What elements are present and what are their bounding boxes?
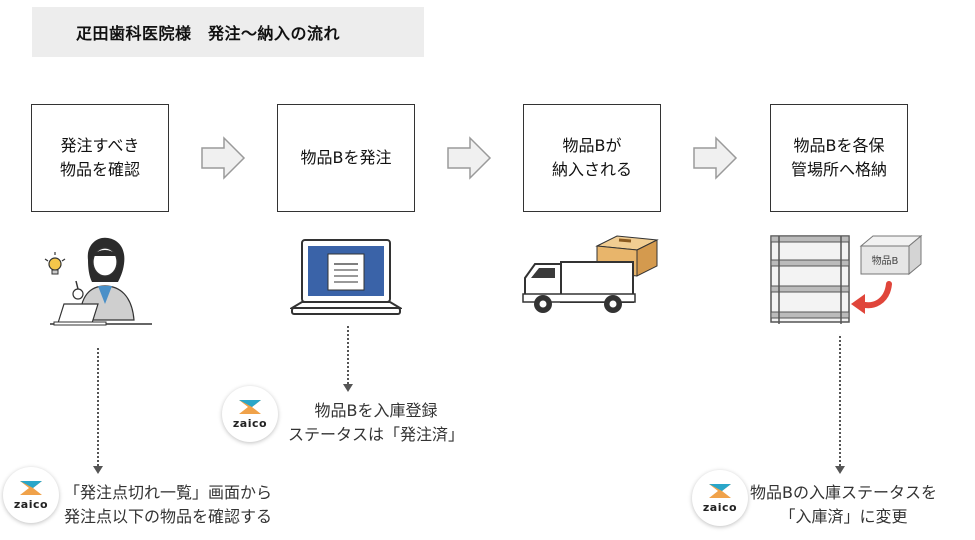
arrow-down-icon <box>835 466 845 474</box>
step-label: 物品Bを各保 管場所へ格納 <box>790 136 887 179</box>
logo-text: zaico <box>232 417 268 430</box>
arrow-down-icon <box>343 384 353 392</box>
laptop-icon <box>290 239 402 315</box>
person-at-laptop-icon <box>44 237 152 326</box>
step-label: 発注すべき 物品を確認 <box>59 136 140 179</box>
arrow-down-icon <box>93 466 103 474</box>
box-label: 物品B <box>872 254 899 267</box>
zaico-logo: zaico <box>3 467 59 523</box>
truck-icon <box>522 235 659 313</box>
zaico-mark-icon <box>239 400 261 414</box>
lightbulb-icon <box>44 252 66 275</box>
arrow-right-icon <box>447 136 492 180</box>
step-box-delivery: 物品Bが 納入される <box>523 104 661 212</box>
zaico-mark-icon <box>20 481 42 495</box>
page-title: 疋田歯科医院様 発注〜納入の流れ <box>76 24 341 43</box>
arrow-right-icon <box>201 136 246 180</box>
zaico-logo: zaico <box>692 470 748 526</box>
curved-arrow-icon <box>851 281 892 314</box>
note-register-stock: 物品Bを入庫登録 ステータスは「発注済」 <box>288 401 465 444</box>
step-box-order: 物品Bを発注 <box>277 104 415 212</box>
dotted-connector <box>347 326 349 384</box>
arrow-right-icon <box>693 136 738 180</box>
note-check-screen: 「発注点切れ一覧」画面から 発注点以下の物品を確認する <box>64 483 273 526</box>
step-box-store: 物品Bを各保 管場所へ格納 <box>770 104 908 212</box>
step-label: 物品Bが 納入される <box>551 136 632 179</box>
zaico-logo: zaico <box>222 386 278 442</box>
step-box-check: 発注すべき 物品を確認 <box>31 104 169 212</box>
zaico-mark-icon <box>709 484 731 498</box>
logo-text: zaico <box>702 501 738 514</box>
dotted-connector <box>97 348 99 466</box>
dotted-connector <box>839 336 841 466</box>
step-label: 物品Bを発注 <box>300 148 392 167</box>
shelf-icon: 物品B <box>770 234 923 324</box>
cardboard-box-icon: 物品B <box>859 234 923 276</box>
logo-text: zaico <box>13 498 49 511</box>
title-bar: 疋田歯科医院様 発注〜納入の流れ <box>32 7 424 57</box>
note-update-status: 物品Bの入庫ステータスを 「入庫済」に変更 <box>750 483 937 526</box>
